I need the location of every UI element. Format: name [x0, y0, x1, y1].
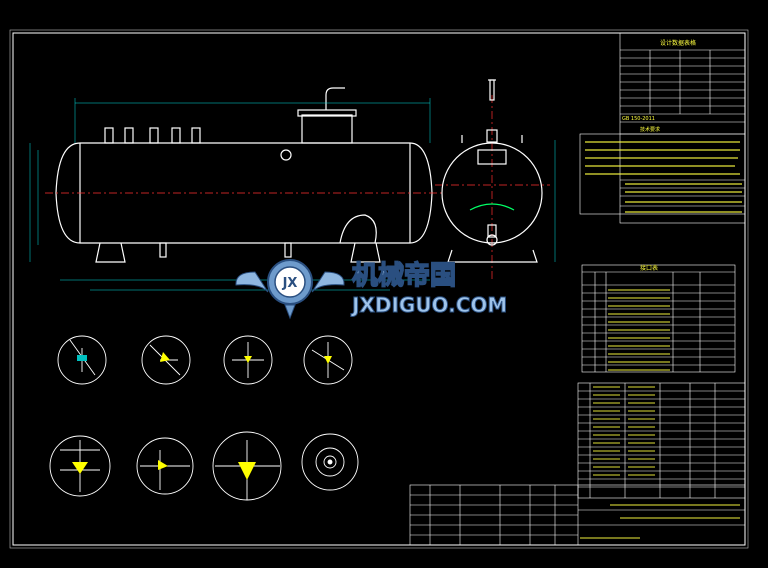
nozzle-table-title: 接口表 — [640, 264, 658, 272]
detail-2 — [141, 335, 191, 385]
design-data-table — [579, 32, 746, 224]
watermark-title: 机械帝国 — [352, 260, 456, 291]
dimension-lines — [29, 98, 556, 291]
vessel-centerlines — [45, 95, 550, 280]
drawing-frame — [9, 29, 749, 549]
watermark-logo-text: JX — [282, 276, 298, 291]
detail-1 — [57, 335, 107, 385]
nozzle-table — [581, 264, 736, 373]
title-block-text — [580, 504, 740, 539]
design-table-code: GB 150-2011 — [622, 116, 655, 122]
design-table-notes-title: 技术要求 — [640, 126, 660, 133]
title-block — [409, 484, 746, 546]
watermark-logo: JX — [235, 259, 345, 320]
detail-5 — [49, 435, 111, 497]
parts-list — [577, 382, 746, 499]
vessel-side-view — [441, 79, 543, 263]
detail-7 — [212, 431, 282, 501]
detail-8 — [301, 433, 359, 491]
design-table-text-lines — [585, 141, 742, 213]
nozzle-table-text — [608, 289, 670, 371]
design-table-title: 设计数据表格 — [660, 39, 696, 47]
detail-4 — [303, 335, 353, 385]
detail-views — [49, 335, 359, 501]
vessel-front-view — [55, 87, 433, 263]
watermark-subtitle: JXDIGUO.COM — [350, 293, 507, 317]
detail-6 — [136, 437, 194, 495]
detail-3 — [223, 335, 273, 385]
parts-list-text — [593, 386, 655, 476]
